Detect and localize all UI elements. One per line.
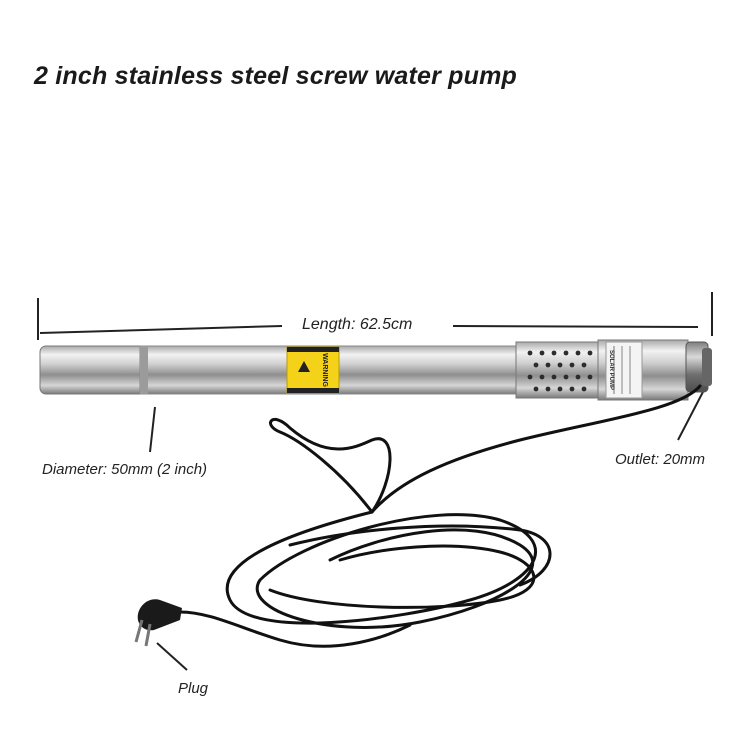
diameter-pointer-line [149, 406, 156, 453]
warning-sticker: WARNING [286, 346, 340, 394]
outlet-pointer-line [677, 387, 706, 441]
inlet-screen [527, 350, 593, 392]
diameter-label: Diameter: 50mm (2 inch) [42, 461, 208, 478]
plug-icon [134, 599, 182, 647]
outlet-label: Outlet: 20mm [615, 451, 706, 468]
warning-triangle-icon [298, 361, 310, 372]
plug-label: Plug [178, 680, 209, 697]
product-title: 2 inch stainless steel screw water pump [34, 62, 517, 90]
length-dimension-line [37, 292, 713, 340]
spec-label: SOLAR PUMP [605, 341, 643, 399]
warning-text: WARNING [321, 353, 328, 387]
plug-pointer-line [156, 642, 188, 671]
brand-text: SOLAR PUMP [608, 350, 614, 390]
power-cable [178, 384, 702, 648]
length-label: Length: 62.5cm [302, 316, 413, 333]
